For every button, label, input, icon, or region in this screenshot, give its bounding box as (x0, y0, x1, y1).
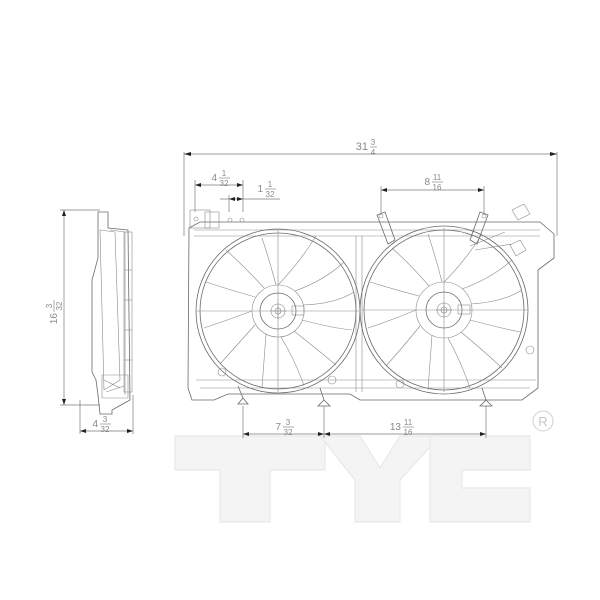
svg-text:1: 1 (257, 184, 263, 195)
svg-text:3: 3 (45, 303, 54, 308)
dim-right-mount-span: 8 11 16 (424, 173, 443, 192)
svg-text:16: 16 (49, 313, 60, 325)
dim-bracket-offset: 1 1 32 (257, 180, 276, 199)
front-view: 31 3 4 4 1 32 1 1 32 (183, 138, 558, 438)
svg-text:32: 32 (284, 428, 293, 437)
svg-text:32: 32 (55, 301, 64, 310)
dim-overall-height: 16 3 32 (45, 300, 64, 324)
dim-bracket-span: 4 1 32 (211, 169, 230, 188)
right-fan (359, 225, 529, 395)
svg-text:16: 16 (404, 428, 413, 437)
svg-text:3: 3 (103, 415, 108, 424)
svg-text:32: 32 (266, 190, 275, 199)
dim-depth: 4 3 32 (92, 415, 111, 434)
svg-text:11: 11 (433, 173, 442, 182)
dim-bottom-left-span: 7 3 32 (275, 418, 294, 437)
svg-text:16: 16 (433, 183, 442, 192)
tyc-watermark-logo (174, 435, 531, 523)
svg-text:4: 4 (211, 173, 217, 184)
dim-overall-width: 31 3 4 (356, 138, 377, 157)
svg-text:R: R (538, 414, 547, 429)
svg-text:4: 4 (371, 148, 376, 157)
svg-text:32: 32 (220, 179, 229, 188)
svg-text:32: 32 (101, 425, 110, 434)
svg-text:3: 3 (371, 138, 376, 147)
svg-text:7: 7 (275, 422, 281, 433)
registered-mark: R (532, 410, 554, 432)
svg-text:13: 13 (390, 422, 402, 433)
side-view: 16 3 32 4 3 32 (45, 209, 134, 434)
svg-text:8: 8 (424, 177, 430, 188)
svg-text:1: 1 (268, 180, 273, 189)
svg-text:31: 31 (356, 141, 368, 153)
svg-text:3: 3 (286, 418, 291, 427)
dim-bottom-right-span: 13 11 16 (390, 418, 414, 437)
svg-text:4: 4 (92, 419, 98, 430)
svg-text:1: 1 (222, 169, 227, 178)
svg-text:11: 11 (404, 418, 413, 427)
